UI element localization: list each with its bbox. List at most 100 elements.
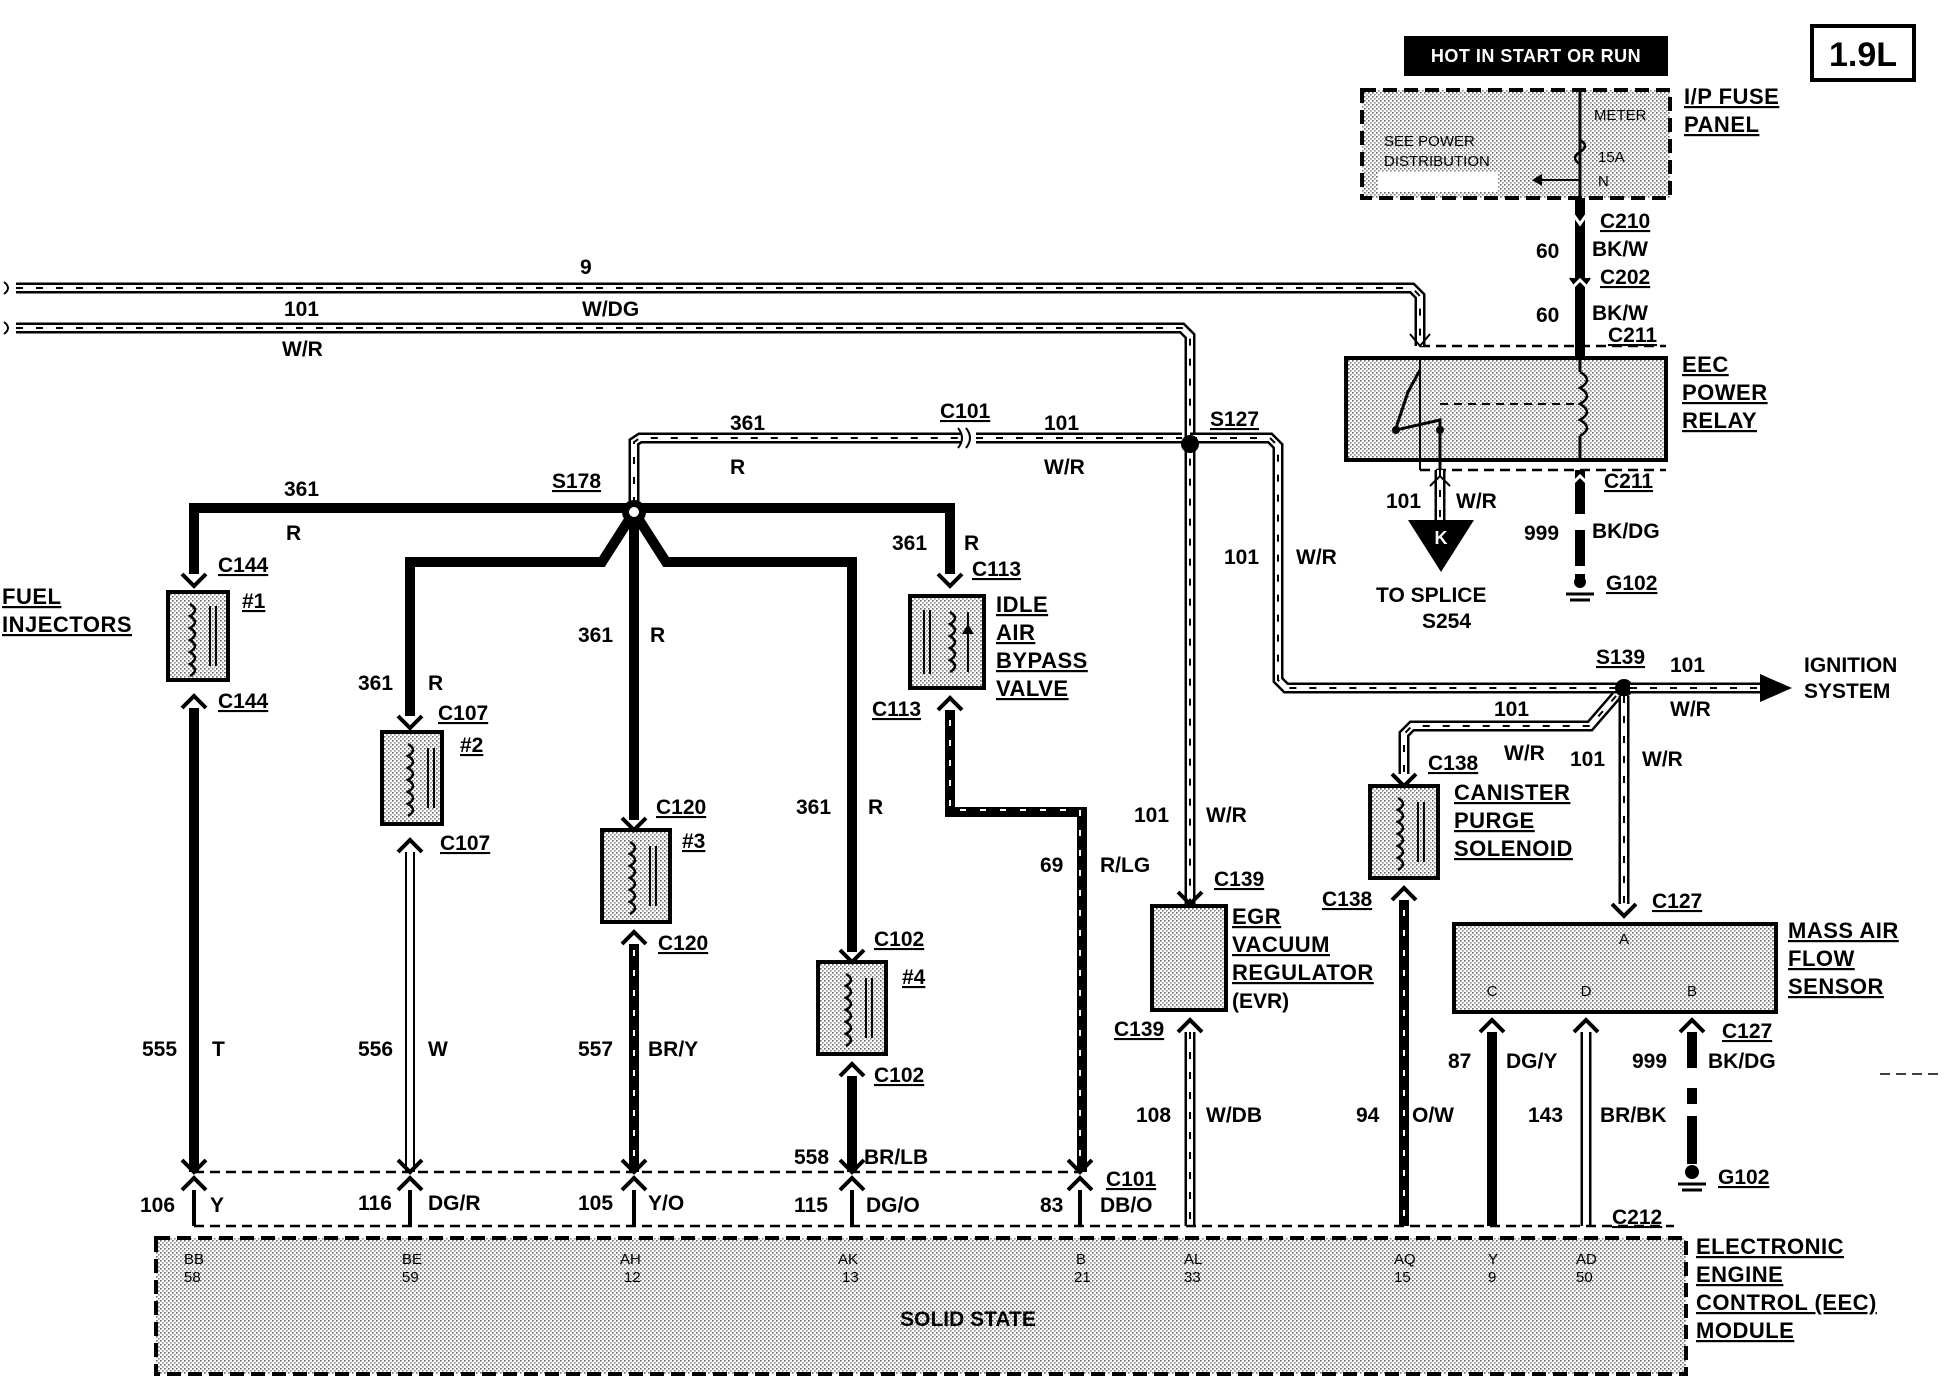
relay-ground-name: G102 bbox=[1606, 572, 1657, 595]
injector-4: 361 R C102 #4 C102 558 BR/LB bbox=[794, 796, 928, 1172]
ignition-wire-color: W/R bbox=[1670, 698, 1711, 721]
inj3-conn-bottom: C120 bbox=[658, 932, 708, 955]
conn-c101-top: C101 bbox=[940, 400, 991, 423]
iab-out-num: 69 bbox=[1040, 854, 1063, 877]
eec-input-5-num: 83 bbox=[1040, 1194, 1063, 1217]
relay-output-wire: K 101 W/R TO SPLICE S254 bbox=[1376, 470, 1497, 633]
iab-name-line3: BYPASS bbox=[996, 648, 1088, 673]
ignition-line1: IGNITION bbox=[1804, 654, 1897, 677]
wire-101-a-num: 101 bbox=[1044, 412, 1079, 435]
relay-ground-color: BK/DG bbox=[1592, 520, 1660, 543]
maf-conn-bottom: C127 bbox=[1722, 1020, 1772, 1043]
canister-name-line2: PURGE bbox=[1454, 808, 1535, 833]
hot-in-start-banner: HOT IN START OR RUN bbox=[1404, 36, 1668, 76]
eec-pin-6-num: 33 bbox=[1184, 1269, 1201, 1286]
iab-name-line2: AIR bbox=[996, 620, 1035, 645]
evr-name-line3: REGULATOR bbox=[1232, 960, 1374, 985]
feed-num-a: 60 bbox=[1536, 240, 1559, 263]
canister-feed-color: W/R bbox=[1504, 742, 1545, 765]
maf-name-line2: FLOW bbox=[1788, 946, 1855, 971]
evr-name-line4: (EVR) bbox=[1232, 990, 1289, 1013]
wire-361-left-num: 361 bbox=[284, 478, 319, 501]
mid-wire-run: C101 361 R 101 W/R bbox=[628, 400, 1182, 504]
conn-c101-bottom: C101 bbox=[1106, 1168, 1157, 1191]
maf-name-line1: MASS AIR bbox=[1788, 918, 1899, 943]
top-wires: 9 W/DG 101 W/R bbox=[3, 256, 1431, 906]
engine-badge: 1.9L bbox=[1810, 24, 1916, 82]
conn-c210: C210 bbox=[1600, 210, 1650, 233]
eec-name-line3: CONTROL (EEC) bbox=[1696, 1290, 1877, 1315]
eec-input-4-num: 115 bbox=[794, 1194, 828, 1217]
inj4-num: #4 bbox=[902, 966, 926, 989]
splice-s178-label: S178 bbox=[552, 470, 601, 493]
wire-101-s127-num: 101 bbox=[1224, 546, 1259, 569]
evr-name-line1: EGR bbox=[1232, 904, 1281, 929]
iab-conn-bottom: C113 bbox=[872, 698, 921, 721]
maf-w143-color: BR/BK bbox=[1600, 1104, 1667, 1127]
relay-feed-wire: C210 60 BK/W C202 60 BK/W C211 bbox=[1536, 198, 1657, 358]
maf-name-line3: SENSOR bbox=[1788, 974, 1884, 999]
eec-pin-1-code: BB bbox=[184, 1251, 204, 1268]
evr-out-color: W/DB bbox=[1206, 1104, 1262, 1127]
canister-out-color: O/W bbox=[1412, 1104, 1454, 1127]
inj3-feed-num: 361 bbox=[578, 624, 613, 647]
fuse-meter-label: METER bbox=[1594, 107, 1647, 124]
inj3-out-num: 557 bbox=[578, 1038, 613, 1061]
eec-pin-5-num: 21 bbox=[1074, 1269, 1091, 1286]
inj2-conn-bottom: C107 bbox=[440, 832, 490, 855]
evr-conn-bottom: C139 bbox=[1114, 1018, 1164, 1041]
evr-feed-num: 101 bbox=[1134, 804, 1169, 827]
eec-pin-8-code: Y bbox=[1488, 1251, 1498, 1268]
maf-pin-c: C bbox=[1487, 983, 1498, 1000]
iab-name-line4: VALVE bbox=[996, 676, 1069, 701]
to-splice-line2: S254 bbox=[1422, 610, 1471, 633]
inj2-out-color: W bbox=[428, 1038, 448, 1061]
iab-out-color: R/LG bbox=[1100, 854, 1150, 877]
eec-pin-1-num: 58 bbox=[184, 1269, 201, 1286]
maf-feed-num: 101 bbox=[1570, 748, 1605, 771]
wire-101-num: 101 bbox=[284, 298, 319, 321]
eec-input-2-num: 116 bbox=[358, 1192, 392, 1215]
idle-air-bypass-valve: 361 R C113 C113 IDLE AIR BYPASS VALVE 69… bbox=[872, 532, 1150, 1172]
to-splice-line1: TO SPLICE bbox=[1376, 584, 1486, 607]
inj4-conn-bottom: C102 bbox=[874, 1064, 924, 1087]
relay-out-color: W/R bbox=[1456, 490, 1497, 513]
eec-pin-3-num: 12 bbox=[624, 1269, 641, 1286]
inj1-conn-top: C144 bbox=[218, 554, 269, 577]
wire-101-color: W/R bbox=[282, 338, 323, 361]
maf-w999-color: BK/DG bbox=[1708, 1050, 1776, 1073]
inj4-conn-top: C102 bbox=[874, 928, 924, 951]
s127-branch: S127 101 W/R bbox=[1181, 408, 1620, 694]
splice-k-letter: K bbox=[1435, 528, 1448, 548]
injector-3: 361 R C120 #3 C120 557 BR/Y bbox=[578, 624, 708, 1172]
eec-name-line4: MODULE bbox=[1696, 1318, 1794, 1343]
eec-pin-3-code: AH bbox=[620, 1251, 641, 1268]
canister-feed-num: 101 bbox=[1494, 698, 1529, 721]
eec-pin-9-code: AD bbox=[1576, 1251, 1597, 1268]
wire-361-a-num: 361 bbox=[730, 412, 765, 435]
fuse-panel-see-line1: SEE POWER bbox=[1384, 133, 1475, 150]
fuse-rating-label: 15A bbox=[1598, 149, 1625, 166]
s139-splice: S139 101 W/R IGNITION SYSTEM 101 W/R 101… bbox=[1398, 646, 1897, 904]
canister-name-line3: SOLENOID bbox=[1454, 836, 1573, 861]
injector-1: C144 #1 C144 555 T bbox=[142, 554, 269, 1172]
ip-fuse-panel: SEE POWER DISTRIBUTION METER 15A N I/P F… bbox=[1360, 84, 1779, 200]
wire-9-color: W/DG bbox=[582, 298, 639, 321]
maf-pin-b: B bbox=[1687, 983, 1697, 1000]
bottom-connector-row: C101 C212 106 Y 116 DG/R 105 Y/O 115 DG/… bbox=[140, 1158, 1674, 1229]
mass-air-flow-sensor: A C D B C127 MASS AIR FLOW SENSOR C127 8… bbox=[1448, 890, 1944, 1226]
injector-2: 361 R C107 #2 C107 556 W bbox=[358, 672, 490, 1172]
evr-out-num: 108 bbox=[1136, 1104, 1171, 1127]
canister-purge-solenoid: C138 C138 CANISTER PURGE SOLENOID 94 O/W bbox=[1322, 752, 1573, 1226]
conn-c212: C212 bbox=[1612, 1206, 1662, 1229]
evr-name-line2: VACUUM bbox=[1232, 932, 1330, 957]
eec-pin-4-code: AK bbox=[838, 1251, 858, 1268]
inj1-conn-bottom: C144 bbox=[218, 690, 269, 713]
eec-pin-4-num: 13 bbox=[842, 1269, 859, 1286]
inj1-num: #1 bbox=[242, 590, 266, 613]
splice-s127-label: S127 bbox=[1210, 408, 1259, 431]
inj4-feed-num: 361 bbox=[796, 796, 831, 819]
eec-module: BB 58 BE 59 AH 12 AK 13 B 21 AL 33 AQ 15… bbox=[154, 1234, 1877, 1376]
eec-pin-7-num: 15 bbox=[1394, 1269, 1411, 1286]
eec-pin-8-num: 9 bbox=[1488, 1269, 1496, 1286]
